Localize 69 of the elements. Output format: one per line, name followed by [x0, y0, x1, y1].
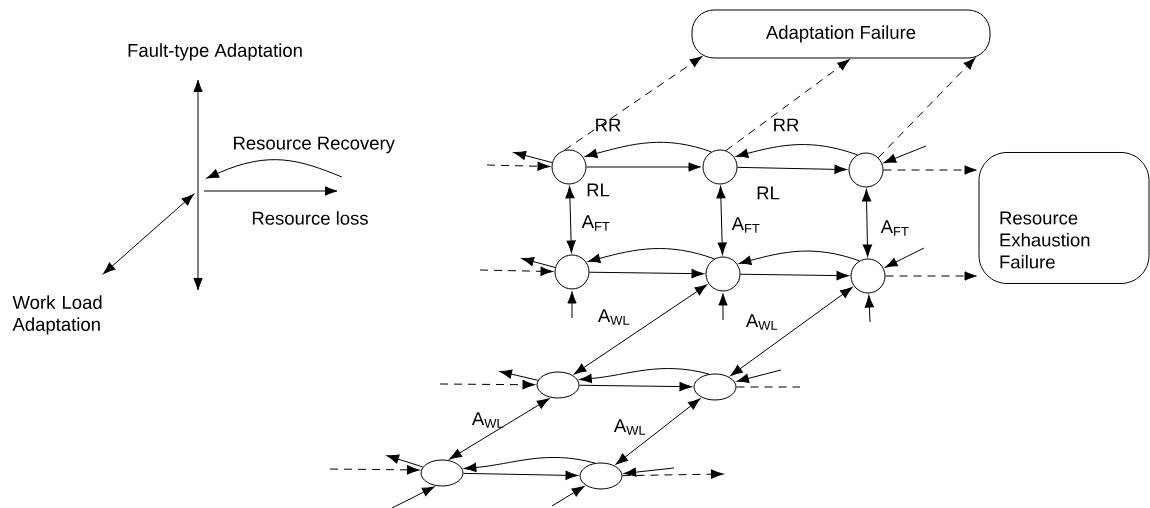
arrow — [564, 56, 703, 151]
leader-arrow — [718, 293, 728, 321]
state-circle — [702, 149, 738, 185]
arrow — [586, 162, 701, 172]
edge-label: A$_{WL}$ — [613, 419, 646, 435]
leader-arrow — [386, 454, 424, 468]
arrow — [565, 186, 576, 253]
arrow — [579, 381, 692, 392]
failure-box: Resource Exhaustion Failure — [978, 152, 1150, 284]
leader-arrow — [329, 465, 420, 475]
leader-arrow — [479, 266, 553, 276]
leader-arrow — [521, 257, 556, 268]
leader-arrow — [567, 291, 577, 319]
arrow — [716, 186, 727, 255]
leader-arrow — [864, 295, 874, 323]
state-circle — [850, 258, 886, 294]
axis-label: Resource loss — [252, 211, 368, 225]
state-ellipse — [693, 373, 737, 401]
edge-label: RR — [774, 118, 799, 132]
arrow — [589, 268, 704, 279]
arrow — [861, 189, 873, 257]
arrow — [725, 59, 850, 152]
leader-arrow — [623, 467, 675, 477]
arrow — [740, 270, 849, 281]
leader-arrow — [439, 380, 535, 390]
axis-label: Work Load Adaptation — [12, 295, 102, 335]
edge-label: A$_{WL}$ — [745, 314, 778, 330]
arrow — [615, 398, 701, 465]
arrow — [735, 144, 858, 158]
edge-label: A$_{FT}$ — [581, 215, 610, 231]
leader-arrow — [499, 369, 539, 381]
edge-label: A$_{WL}$ — [597, 309, 630, 325]
state-circle — [705, 256, 741, 292]
leader-arrow — [736, 369, 782, 383]
axis-label: Resource Recovery — [234, 136, 395, 154]
edge-label: A$_{WL}$ — [471, 412, 504, 428]
leader-arrow — [622, 469, 724, 479]
edge-label: A$_{FT}$ — [731, 217, 760, 233]
arrow — [579, 368, 710, 384]
state-circle — [554, 254, 590, 290]
leader-arrow — [486, 161, 550, 171]
edge-label: RR — [596, 118, 621, 132]
axis-label: Fault-type Adaptation — [128, 43, 302, 61]
arrow — [463, 470, 578, 480]
state-ellipse — [420, 459, 464, 487]
arrow — [877, 57, 976, 159]
state-ellipse — [536, 371, 580, 399]
leader-arrow — [391, 486, 435, 508]
leader-arrow — [513, 150, 553, 164]
arrow — [730, 287, 853, 376]
failure-box: Adaptation Failure — [691, 9, 991, 59]
leader-arrow — [883, 145, 927, 164]
state-circle — [848, 152, 884, 188]
leader-arrow — [885, 247, 925, 268]
arrow — [738, 250, 860, 265]
arrow — [449, 398, 550, 460]
arrow — [584, 141, 712, 158]
arrow — [737, 164, 847, 174]
edge-label: RL — [757, 186, 780, 200]
arrow — [885, 271, 977, 281]
arrow — [587, 248, 715, 263]
state-circle — [551, 149, 587, 185]
state-ellipse — [579, 462, 623, 490]
arrow — [883, 165, 977, 175]
edge-label: RL — [587, 183, 610, 197]
leader-arrow — [551, 486, 585, 507]
arrow — [573, 284, 708, 375]
arrow — [464, 457, 596, 473]
edge-label: A$_{FT}$ — [880, 220, 909, 236]
